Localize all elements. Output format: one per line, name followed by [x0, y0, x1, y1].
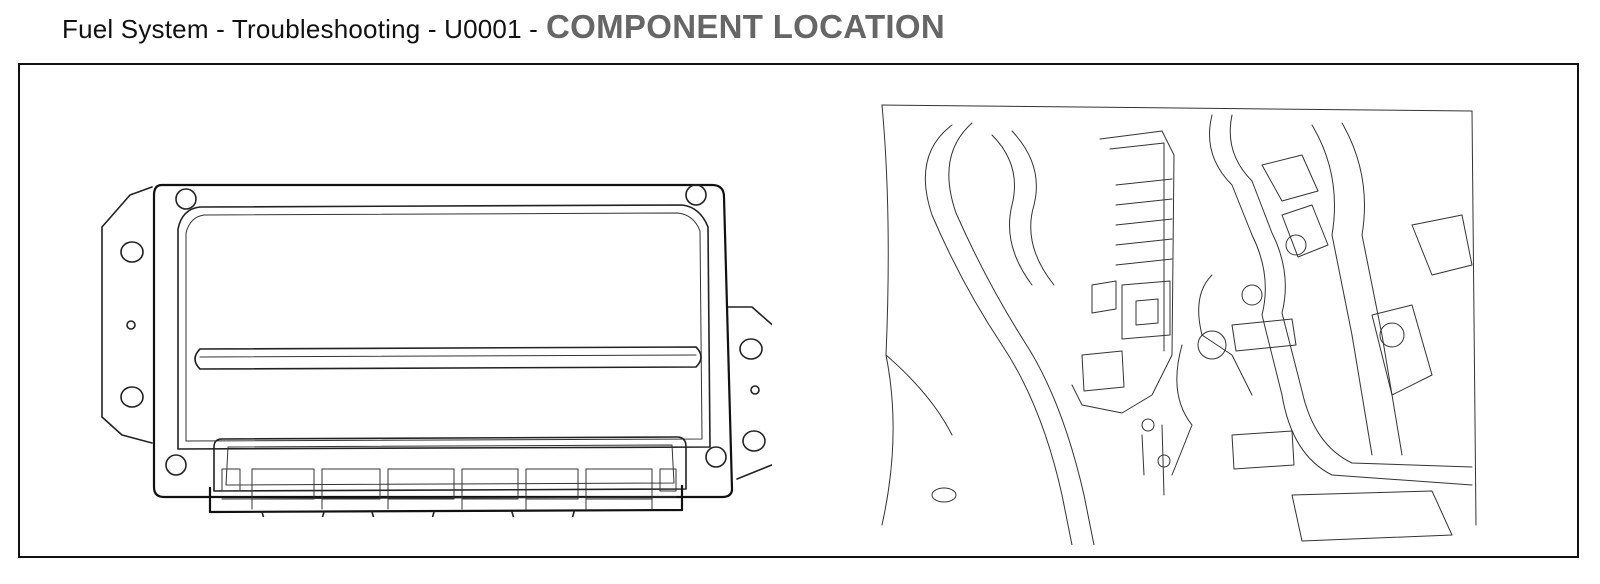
engine-bay-location-icon	[881, 104, 1477, 545]
section-title: COMPONENT LOCATION	[546, 8, 945, 45]
page-header: Fuel System - Troubleshooting - U0001 - …	[62, 8, 945, 52]
ecm-module-icon	[101, 183, 772, 517]
breadcrumb: Fuel System - Troubleshooting - U0001 -	[62, 14, 539, 44]
component-location-figure	[18, 63, 1579, 558]
